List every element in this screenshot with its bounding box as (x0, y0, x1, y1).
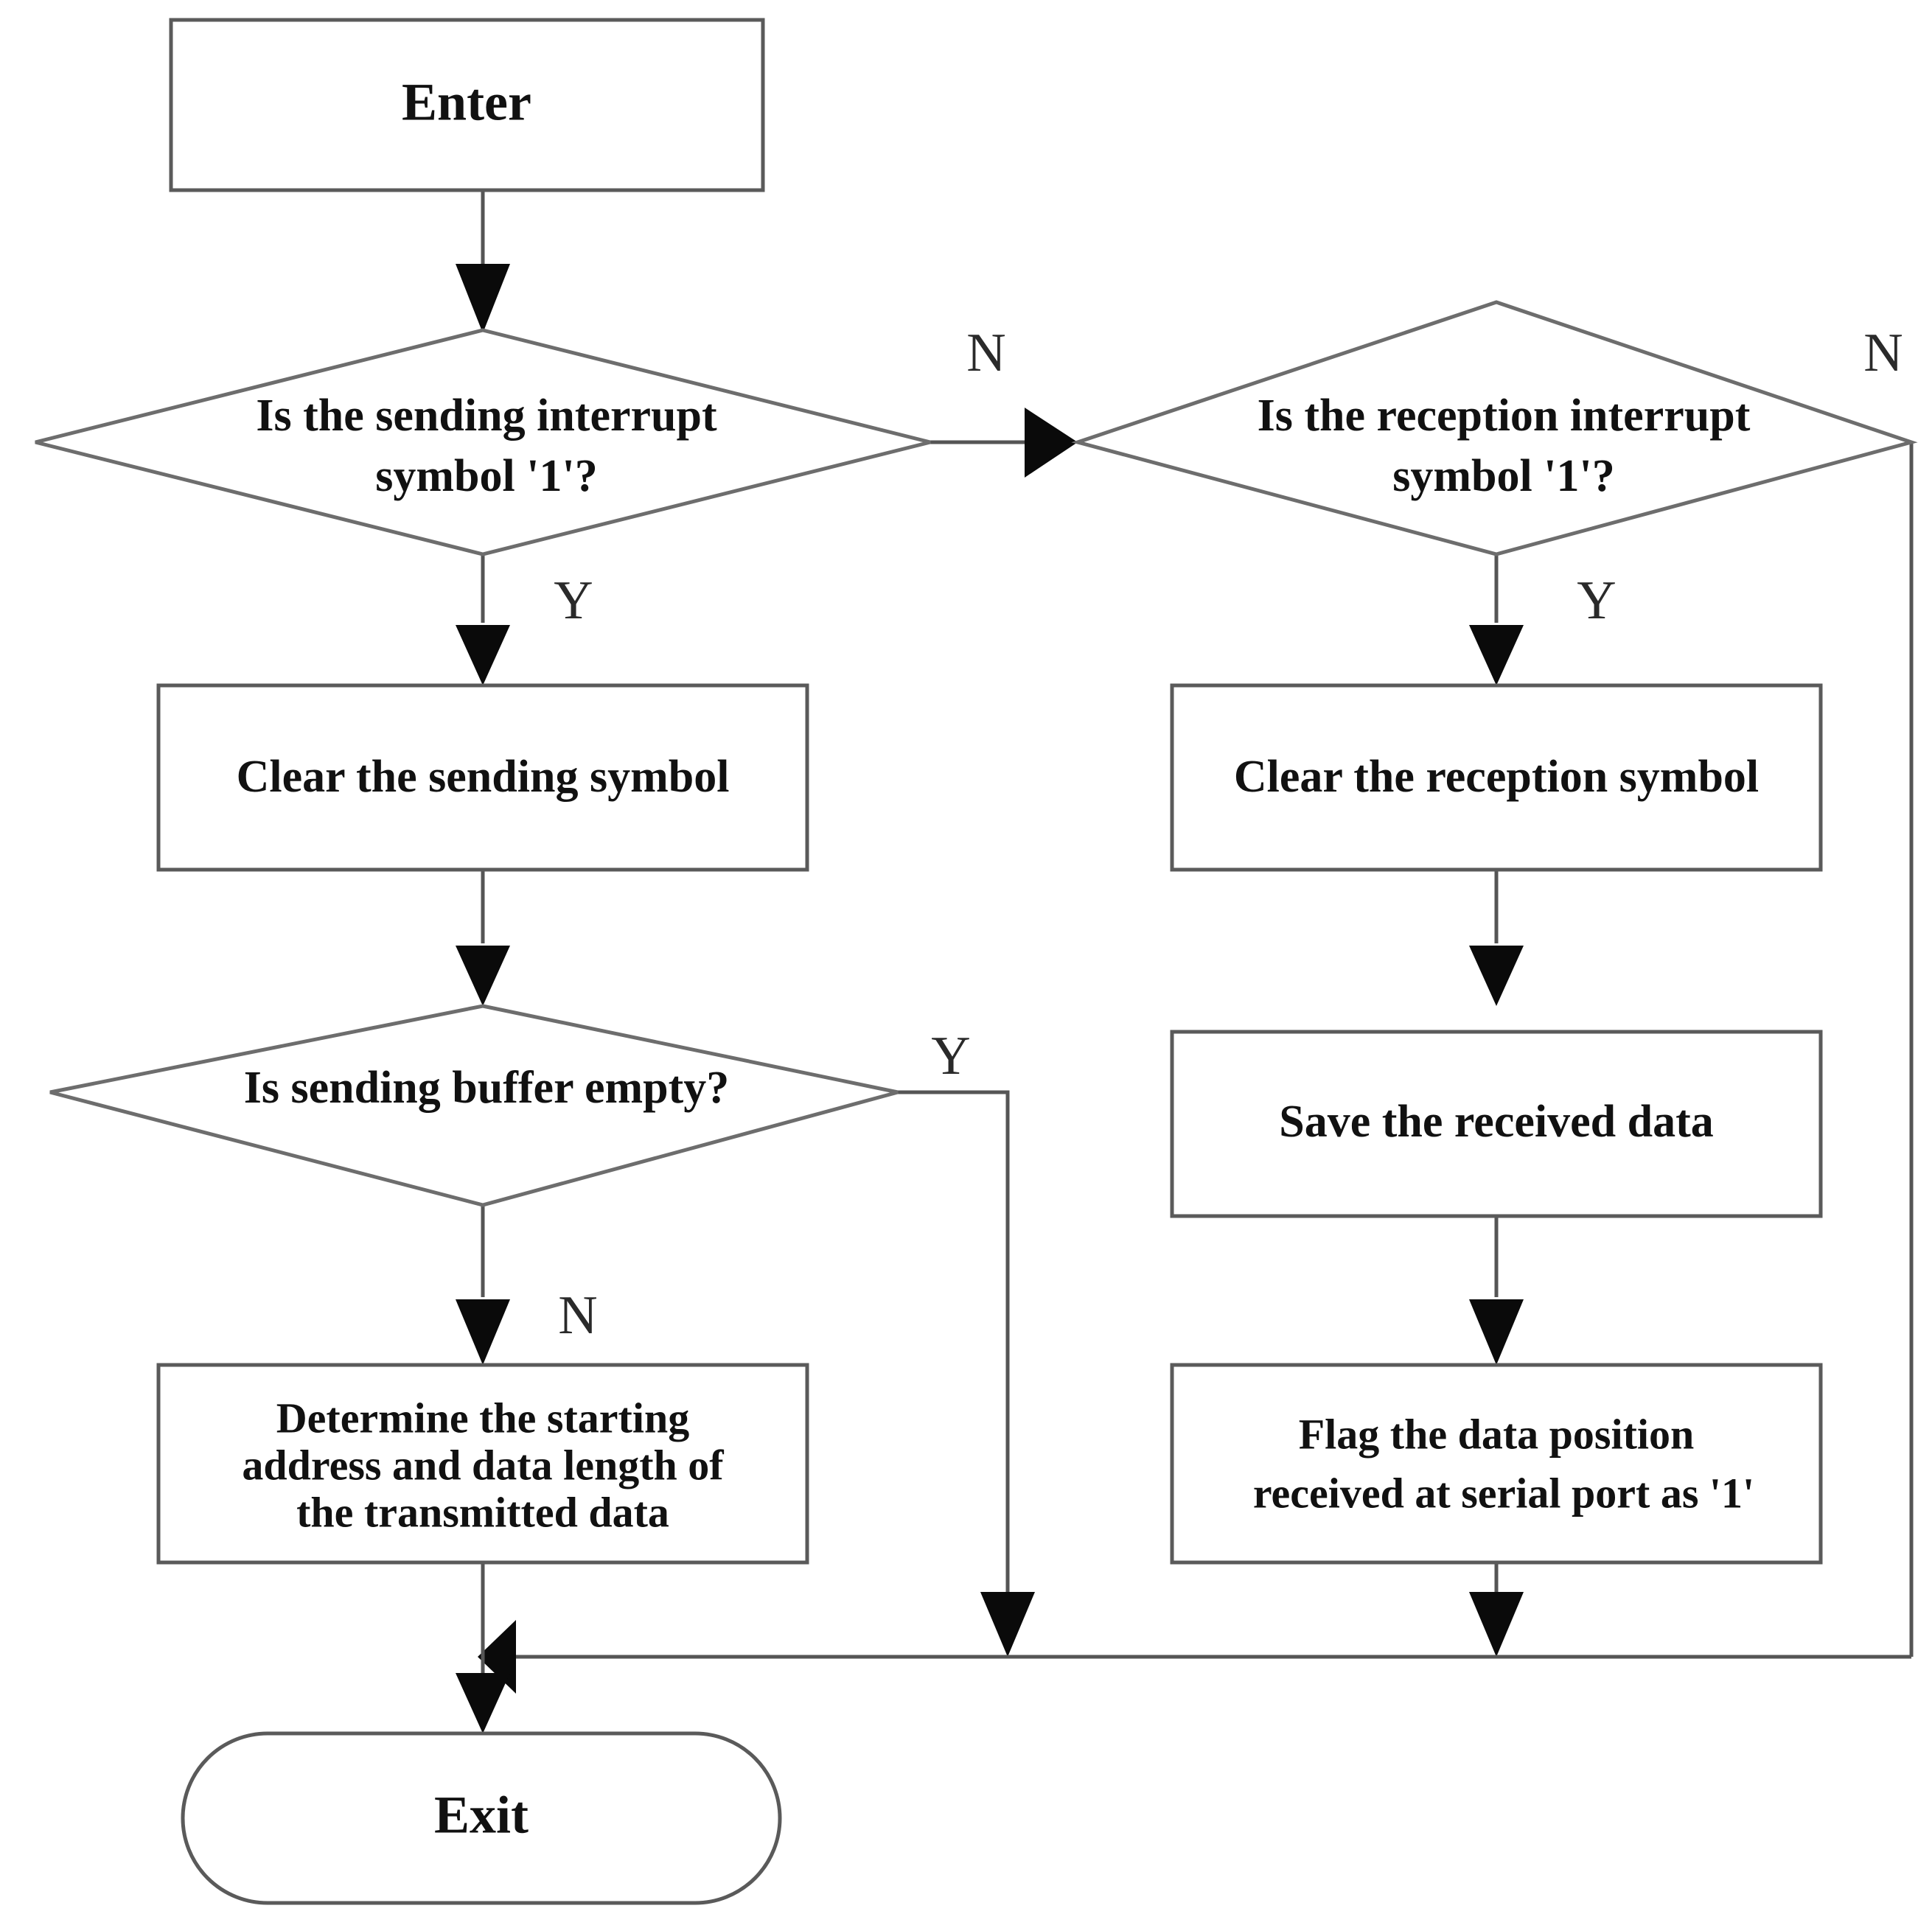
edge-save-data-to-flag-data (1469, 1216, 1524, 1365)
branch-label-send-yes: Y (554, 570, 593, 631)
node-decision-reception-interrupt-line1: Is the reception interrupt (1258, 391, 1751, 441)
node-decision-buffer-empty[interactable]: Is sending buffer empty? (49, 1004, 899, 1207)
node-decision-sending-interrupt-line1: Is the sending interrupt (256, 391, 717, 441)
node-save-received-data[interactable]: Save the received data (1170, 1030, 1823, 1218)
node-decision-reception-interrupt[interactable]: Is the reception interrupt symbol '1'? (1071, 300, 1918, 556)
edge-flag-data-to-merge (1469, 1562, 1524, 1657)
edge-decision-recv-yes-to-clear-recv (1469, 554, 1524, 685)
node-exit[interactable]: Exit (181, 1731, 782, 1905)
node-enter-label: Enter (402, 73, 531, 132)
node-determine-starting-address-line1: Determine the starting (276, 1394, 690, 1442)
node-enter[interactable]: Enter (169, 18, 765, 192)
node-decision-sending-interrupt[interactable]: Is the sending interrupt symbol '1'? (35, 328, 931, 556)
edge-decision-send-no-to-decision-recv (930, 408, 1078, 478)
edge-determine-to-exit (456, 1562, 510, 1733)
branch-label-recv-yes: Y (1577, 570, 1616, 631)
node-clear-reception-symbol[interactable]: Clear the reception symbol (1170, 683, 1823, 872)
node-decision-reception-interrupt-line2: symbol '1'? (1392, 451, 1614, 501)
node-clear-reception-symbol-label: Clear the reception symbol (1234, 752, 1759, 802)
branch-label-send-no: N (966, 323, 1005, 383)
node-flag-data-position[interactable]: Flag the data position received at seria… (1170, 1363, 1823, 1565)
merge-bus-line (478, 1620, 1911, 1694)
node-determine-starting-address-line3: the transmitted data (296, 1488, 669, 1536)
branch-label-recv-no: N (1863, 323, 1903, 383)
edge-decision-buffer-yes-to-merge (898, 1090, 1035, 1657)
node-exit-label: Exit (434, 1786, 529, 1845)
branch-label-buffer-no: N (558, 1285, 597, 1346)
node-determine-starting-address-line2: address and data length of (242, 1441, 724, 1489)
branch-label-buffer-yes: Y (931, 1026, 970, 1086)
node-flag-data-position-line2: received at serial port as '1' (1253, 1469, 1754, 1517)
node-decision-buffer-empty-label: Is sending buffer empty? (244, 1063, 730, 1113)
node-save-received-data-label: Save the received data (1279, 1097, 1713, 1147)
node-decision-sending-interrupt-line2: symbol '1'? (375, 451, 597, 501)
node-clear-sending-symbol[interactable]: Clear the sending symbol (156, 683, 809, 872)
edge-clear-recv-to-save-data (1469, 870, 1524, 1006)
edge-clear-send-to-decision-buffer (456, 870, 510, 1006)
node-clear-sending-symbol-label: Clear the sending symbol (237, 752, 730, 802)
edge-decision-send-yes-to-clear-send (456, 554, 510, 685)
node-flag-data-position-line1: Flag the data position (1299, 1410, 1695, 1458)
node-determine-starting-address[interactable]: Determine the starting address and data … (156, 1363, 809, 1565)
edge-enter-to-decision-send (456, 190, 510, 333)
edge-decision-buffer-no-to-determine (456, 1205, 510, 1365)
